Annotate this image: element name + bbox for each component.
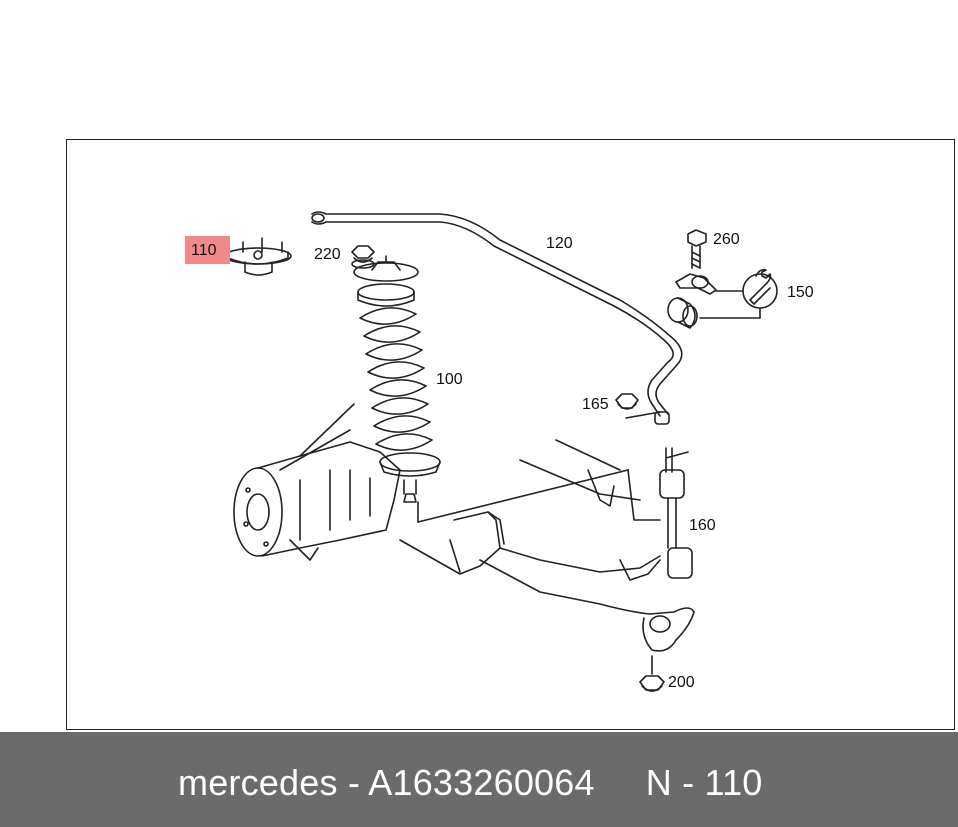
callout-150: 150 (787, 284, 814, 301)
position-number: 110 (704, 762, 763, 803)
coil-spring-100 (353, 255, 441, 503)
callout-200: 200 (668, 674, 695, 691)
wrench-symbol-150 (699, 268, 778, 319)
clamp-bracket (675, 273, 717, 295)
bolt-260 (687, 229, 707, 269)
link-160 (659, 447, 693, 579)
steering-knuckle (233, 403, 401, 561)
brand-name: mercedes (178, 762, 338, 803)
separator: - (337, 762, 369, 803)
callout-110: 110 (191, 242, 217, 259)
callout-165: 165 (582, 396, 609, 413)
part-number: A1633260064 (368, 762, 595, 803)
callout-160: 160 (689, 517, 716, 534)
callout-120: 120 (546, 235, 573, 252)
control-arm (399, 439, 695, 652)
footer-caption: mercedes - A1633260064 N - 110 (178, 762, 763, 804)
callout-220: 220 (314, 246, 341, 263)
stabilizer-bar-120 (311, 211, 683, 425)
nut-200 (639, 655, 665, 692)
callout-highlight (185, 236, 230, 264)
callout-260: 260 (713, 231, 740, 248)
footer-bar (0, 732, 958, 827)
bushing (667, 297, 698, 329)
separator: - (671, 762, 705, 803)
strut-mount-110 (224, 237, 292, 276)
callout-100: 100 (436, 371, 463, 388)
nut-165 (615, 393, 661, 419)
position-label: N (645, 762, 672, 803)
